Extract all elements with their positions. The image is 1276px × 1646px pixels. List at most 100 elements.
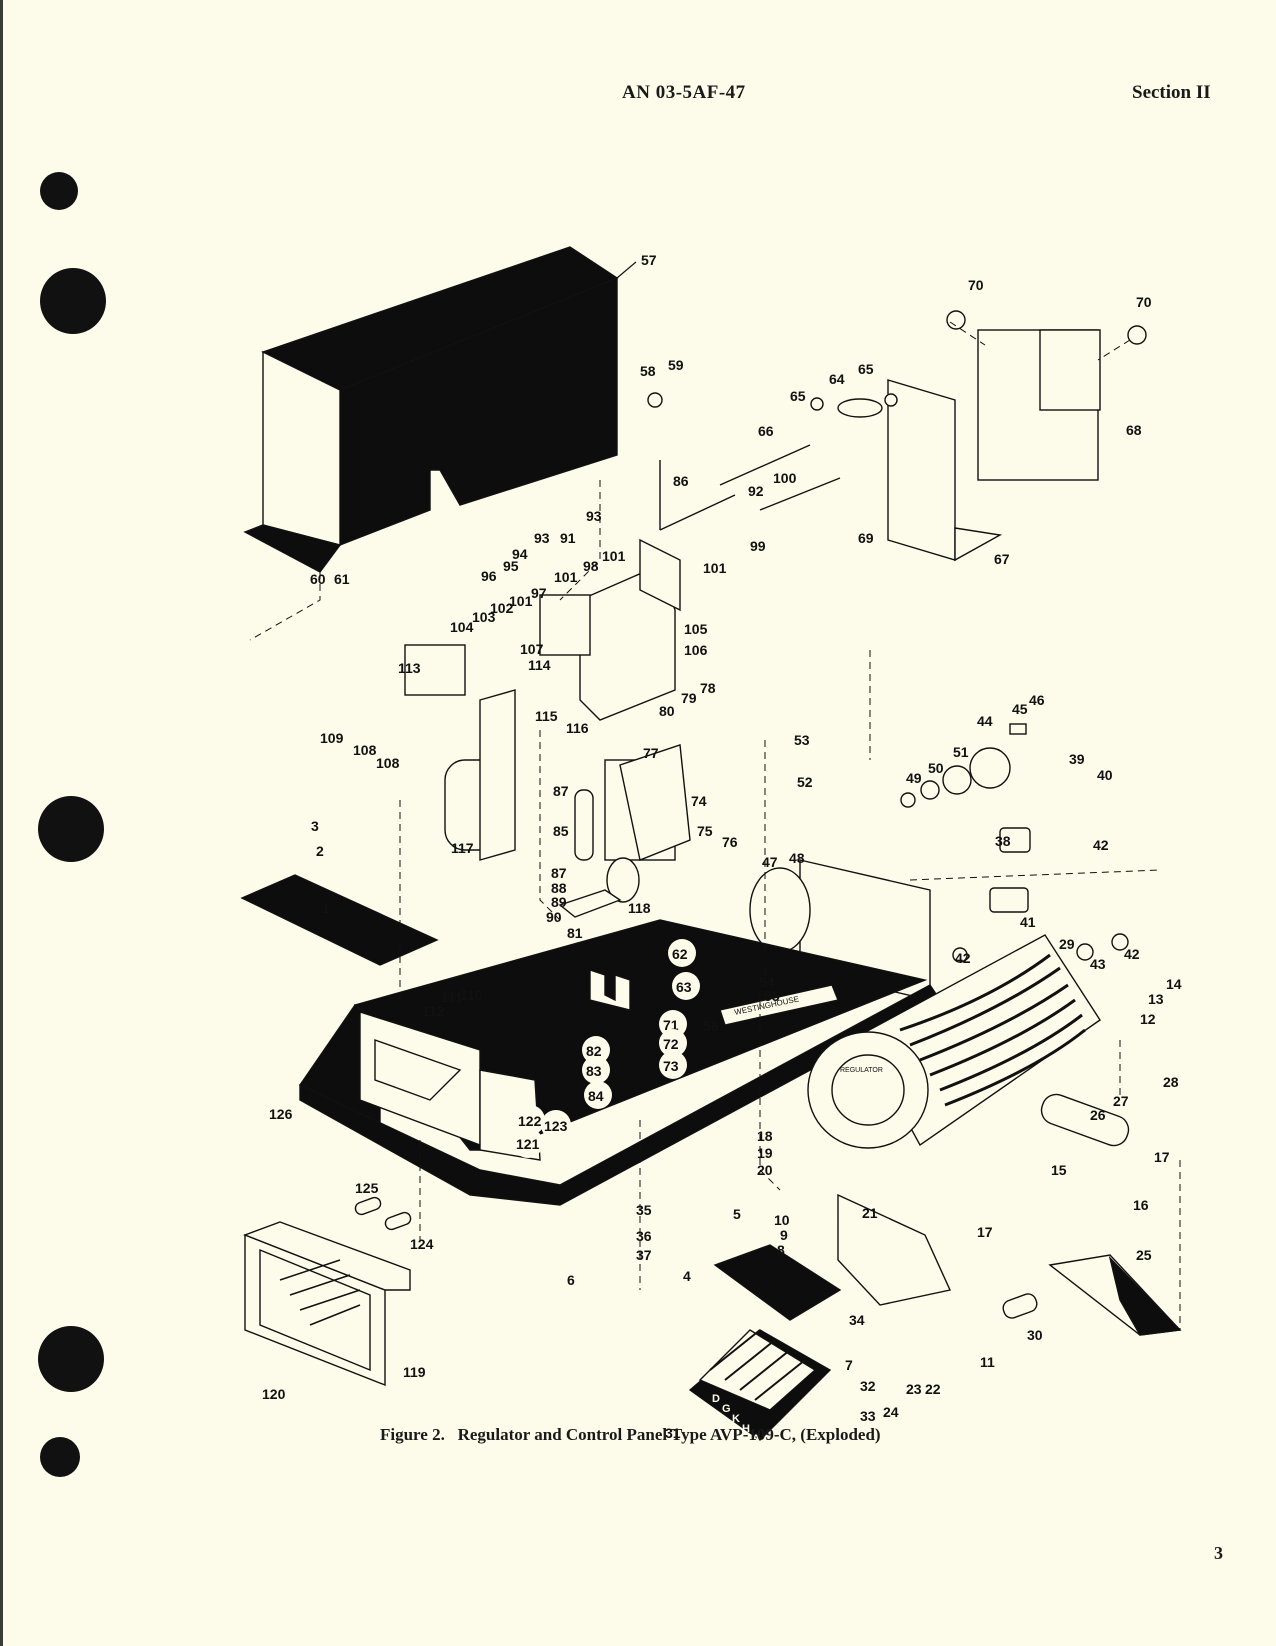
callout-105: 105 [684, 621, 708, 637]
callout-5: 5 [733, 1206, 741, 1222]
callout-93: 93 [534, 530, 550, 546]
callout-47: 47 [762, 854, 778, 870]
callout-3: 3 [311, 818, 319, 834]
callout-95: 95 [503, 558, 519, 574]
callout-77: 77 [643, 745, 659, 761]
relay-77 [558, 744, 691, 918]
callout-73: 73 [663, 1058, 679, 1074]
callout-15: 15 [1051, 1162, 1067, 1178]
callout-44: 44 [977, 713, 993, 729]
callout-61: 61 [334, 571, 350, 587]
callout-49: 49 [906, 770, 922, 786]
callout-104: 104 [450, 619, 474, 635]
callout-78: 78 [700, 680, 716, 696]
callout-126: 125 [355, 1180, 379, 1196]
plate-1 [240, 874, 439, 966]
callout-8: 8 [777, 1242, 785, 1258]
callout-1: 1 [322, 900, 330, 916]
callout-115: 114 [528, 657, 551, 673]
callout-75: 75 [697, 823, 713, 839]
relay-coil [1039, 329, 1101, 411]
callout-18: 18 [757, 1128, 773, 1144]
callout-54: 54 [759, 974, 775, 990]
callout-67: 67 [994, 551, 1010, 567]
callout-79: 79 [681, 690, 697, 706]
terminal-board: D G K H A [688, 1244, 842, 1445]
callout-87: 87 [551, 865, 567, 881]
callout-91: 91 [560, 530, 576, 546]
lower-right-parts [837, 1093, 1182, 1336]
callout-37: 37 [636, 1247, 652, 1263]
callout-123: 122 [518, 1113, 542, 1129]
callout-74: 74 [691, 793, 707, 809]
callout-68: 68 [1126, 422, 1142, 438]
callout-116: 115 [535, 708, 558, 724]
callout-58: 58 [640, 363, 656, 379]
callout-2: 2 [316, 843, 324, 859]
callout-11: 11 [980, 1354, 995, 1370]
callout-6: 6 [567, 1272, 575, 1288]
callout-103: 103 [472, 609, 496, 625]
binder-hole [38, 1326, 104, 1392]
callout-labels: 1 2 3 4 5 6 7 8 9 10 11 12 13 14 15 16 1… [262, 252, 1182, 1441]
callout-94: 94 [512, 546, 528, 562]
callout-109: 108 [353, 742, 377, 758]
binder-hole [40, 1437, 80, 1477]
binder-hole [40, 268, 106, 334]
callout-42: 42 [1093, 837, 1109, 853]
callout-97: 97 [531, 585, 547, 601]
callout-26: 26 [1090, 1107, 1106, 1123]
terminal-letter: A [752, 1433, 760, 1445]
callout-66: 66 [758, 423, 774, 439]
callout-46: 46 [1029, 692, 1045, 708]
figure-caption: Figure 2. Regulator and Control Panel Ty… [380, 1425, 881, 1444]
connector-120 [243, 1196, 412, 1387]
rheostat-parts [900, 723, 1129, 963]
callout-93: 93 [586, 508, 602, 524]
callout-59: 59 [668, 357, 684, 373]
terminal-letter: G [722, 1403, 731, 1415]
callout-48: 48 [789, 850, 805, 866]
callout-42: 42 [1124, 946, 1140, 962]
callout-70: 70 [1136, 294, 1152, 310]
callout-87: 87 [553, 783, 569, 799]
callout-121: 120 [262, 1386, 286, 1402]
document-number: AN 03-5AF-47 [622, 82, 746, 103]
relay-assembly [887, 310, 1147, 562]
section-label: Section II [1132, 82, 1211, 103]
callout-43: 43 [1090, 956, 1106, 972]
callout-13: 13 [1148, 991, 1164, 1007]
callout-32: 32 [860, 1378, 876, 1394]
callout-4: 4 [683, 1268, 691, 1284]
page-number: 3 [1214, 1543, 1223, 1563]
binder-hole [40, 172, 78, 210]
nut-70 [1127, 325, 1147, 345]
callout-50: 50 [928, 760, 944, 776]
callout-36: 36 [636, 1228, 652, 1244]
callout-52: 52 [797, 774, 813, 790]
callout-98: 98 [583, 558, 599, 574]
callout-14: 14 [1166, 976, 1182, 992]
callout-23: 23 [906, 1381, 922, 1397]
cover-assembly [243, 246, 637, 573]
callout-34: 34 [849, 1312, 865, 1328]
nut-70 [946, 310, 966, 330]
terminal-letter: K [732, 1413, 740, 1425]
bracket-67-foot [954, 527, 1003, 562]
callout-39: 39 [1069, 751, 1085, 767]
callout-89: 89 [551, 894, 567, 910]
callout-127: 126 [269, 1106, 293, 1122]
rheostat-29: REGULATOR [807, 934, 1101, 1149]
callout-83: 83 [586, 1063, 602, 1079]
callout-65: 65 [790, 388, 806, 404]
callout-113: 112 [422, 1003, 445, 1019]
callout-60: 60 [310, 571, 326, 587]
bracket-67 [887, 379, 956, 561]
callout-84: 84 [588, 1088, 604, 1104]
chassis-base-127: WESTINGHOUSE [298, 919, 942, 1206]
cover-flange [243, 524, 342, 573]
callout-22: 22 [925, 1381, 941, 1397]
callout-96: 96 [481, 568, 497, 584]
terminal-letter: D [712, 1393, 720, 1405]
